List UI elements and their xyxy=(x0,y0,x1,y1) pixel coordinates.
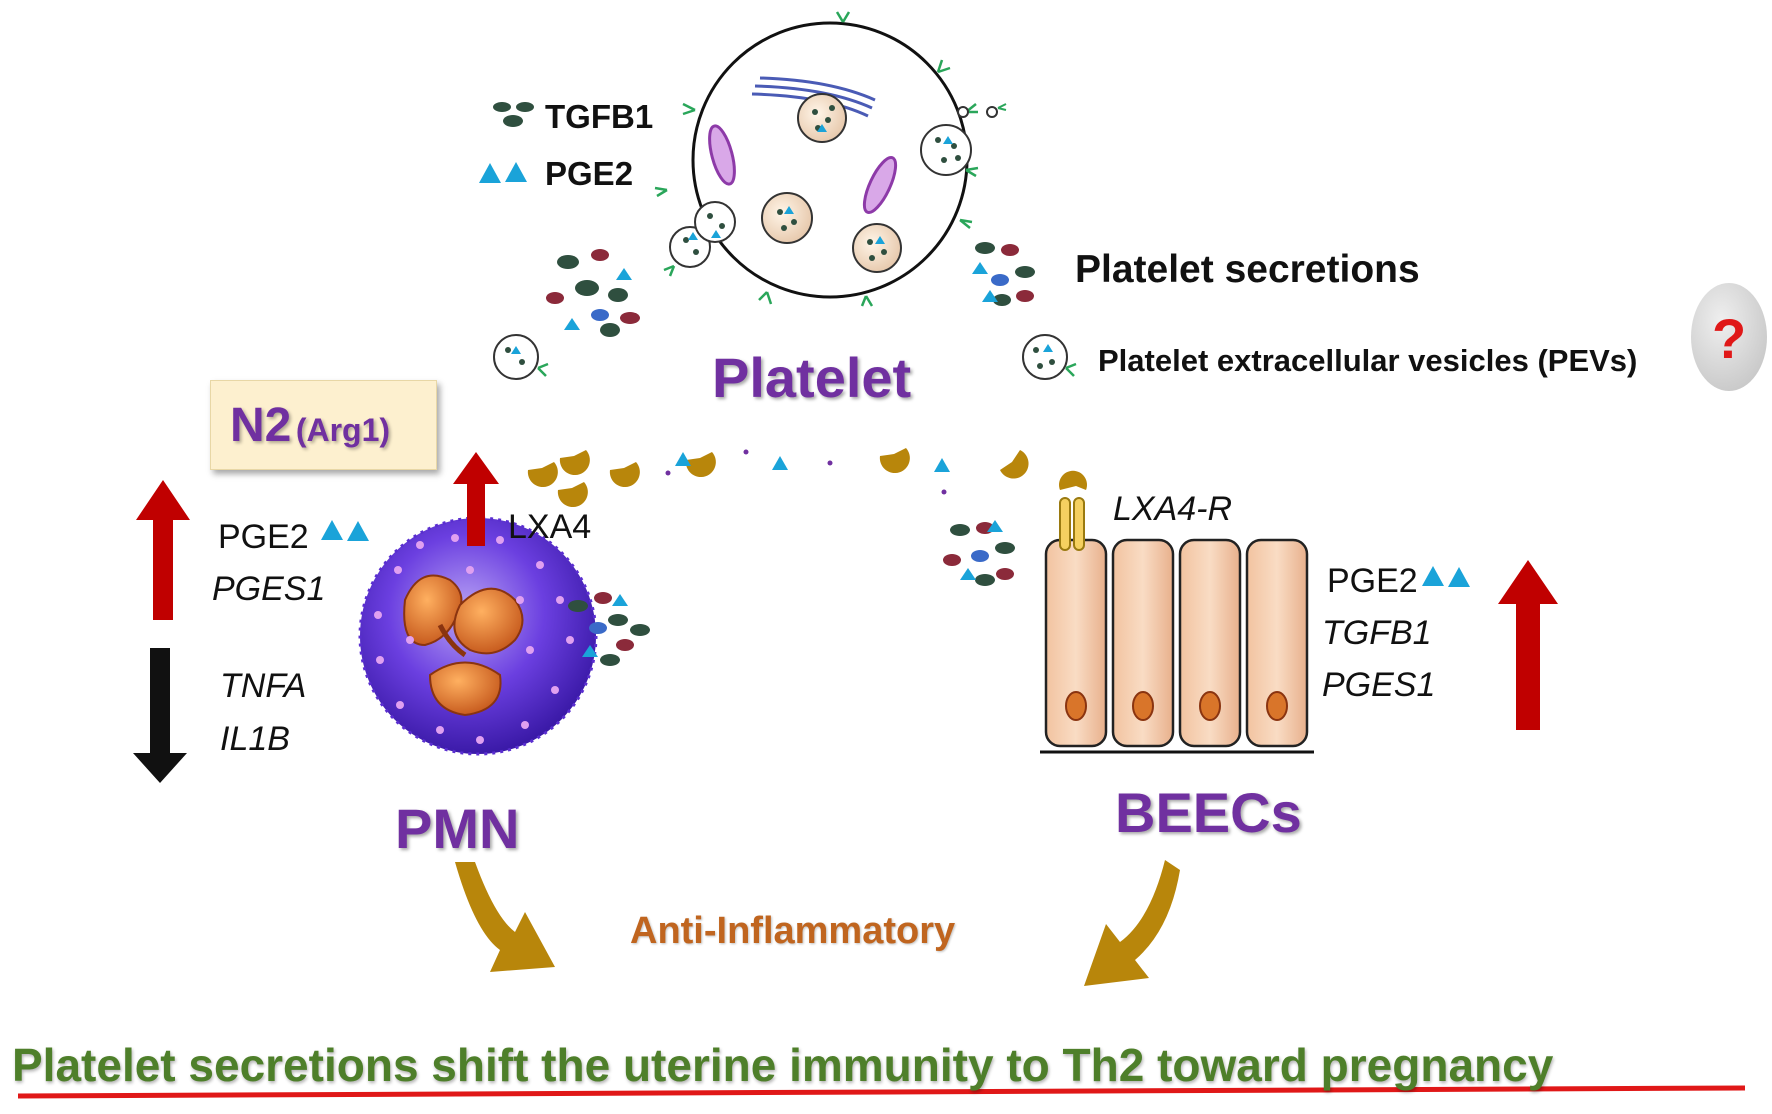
tgfb1-legend-icon xyxy=(493,102,534,127)
beecs-cells xyxy=(1040,538,1314,754)
pevs-label: Platelet extracellular vesicles (PEVs) xyxy=(1098,343,1638,378)
pge2-pmn-icon xyxy=(321,520,369,541)
pmn-title: PMN xyxy=(395,797,520,860)
pmn-il1b-label: IL1B xyxy=(220,720,290,758)
lxa4r-label: LXA4-R xyxy=(1113,490,1233,528)
n2-label: N2 (Arg1) xyxy=(230,398,390,453)
secretions-legend-icon xyxy=(972,242,1035,306)
pmn-cell xyxy=(358,516,598,756)
pev-vesicle-left xyxy=(493,334,549,380)
beecs-up-arrow xyxy=(1498,560,1558,730)
pmn-to-anti-inflammatory-arrow xyxy=(455,862,555,972)
lxa4-particles xyxy=(527,448,1029,508)
question-badge xyxy=(1691,283,1767,391)
conclusion-text: Platelet secretions shift the uterine im… xyxy=(12,1039,1554,1091)
platelet-title: Platelet xyxy=(712,346,912,409)
beecs-pge2-label: PGE2 xyxy=(1327,562,1418,600)
secretion-cluster-beecs xyxy=(943,520,1015,586)
pge2-beecs-icon xyxy=(1422,566,1470,587)
tgfb1-legend-label: TGFB1 xyxy=(545,98,654,135)
beecs-pges1-label: PGES1 xyxy=(1322,666,1436,704)
pge2-legend-label: PGE2 xyxy=(545,155,634,192)
pmn-up-arrow xyxy=(136,480,190,620)
lxa4-up-arrow xyxy=(453,452,499,546)
platelet-secretions-label: Platelet secretions xyxy=(1075,248,1420,291)
lxa4-pge2-particles xyxy=(675,452,950,472)
n2-text: N2 xyxy=(230,399,292,452)
n2-sub-text: (Arg1) xyxy=(295,412,391,448)
pmn-pge2-label: PGE2 xyxy=(218,518,309,556)
question-mark: ? xyxy=(1712,307,1747,370)
secretion-cluster-left xyxy=(546,249,640,337)
anti-inflammatory-label: Anti-Inflammatory xyxy=(630,910,956,952)
pev-legend-icon xyxy=(1022,334,1077,380)
secretion-cluster-pmn xyxy=(568,592,650,666)
beecs-to-anti-inflammatory-arrow xyxy=(1084,860,1180,986)
beecs-title: BEECs xyxy=(1115,781,1302,844)
pmn-tnfa-label: TNFA xyxy=(220,667,307,705)
n2-box xyxy=(210,380,437,470)
pmn-down-arrow xyxy=(133,648,187,783)
beecs-tgfb1-label: TGFB1 xyxy=(1322,614,1432,652)
conclusion-underline xyxy=(17,1085,1746,1099)
platelet-cell xyxy=(654,11,1007,307)
pge2-legend-icon xyxy=(479,162,527,183)
lxa4-receptor xyxy=(1059,470,1087,551)
pmn-pges1-label: PGES1 xyxy=(212,570,326,608)
lxa4-label: LXA4 xyxy=(508,508,592,546)
